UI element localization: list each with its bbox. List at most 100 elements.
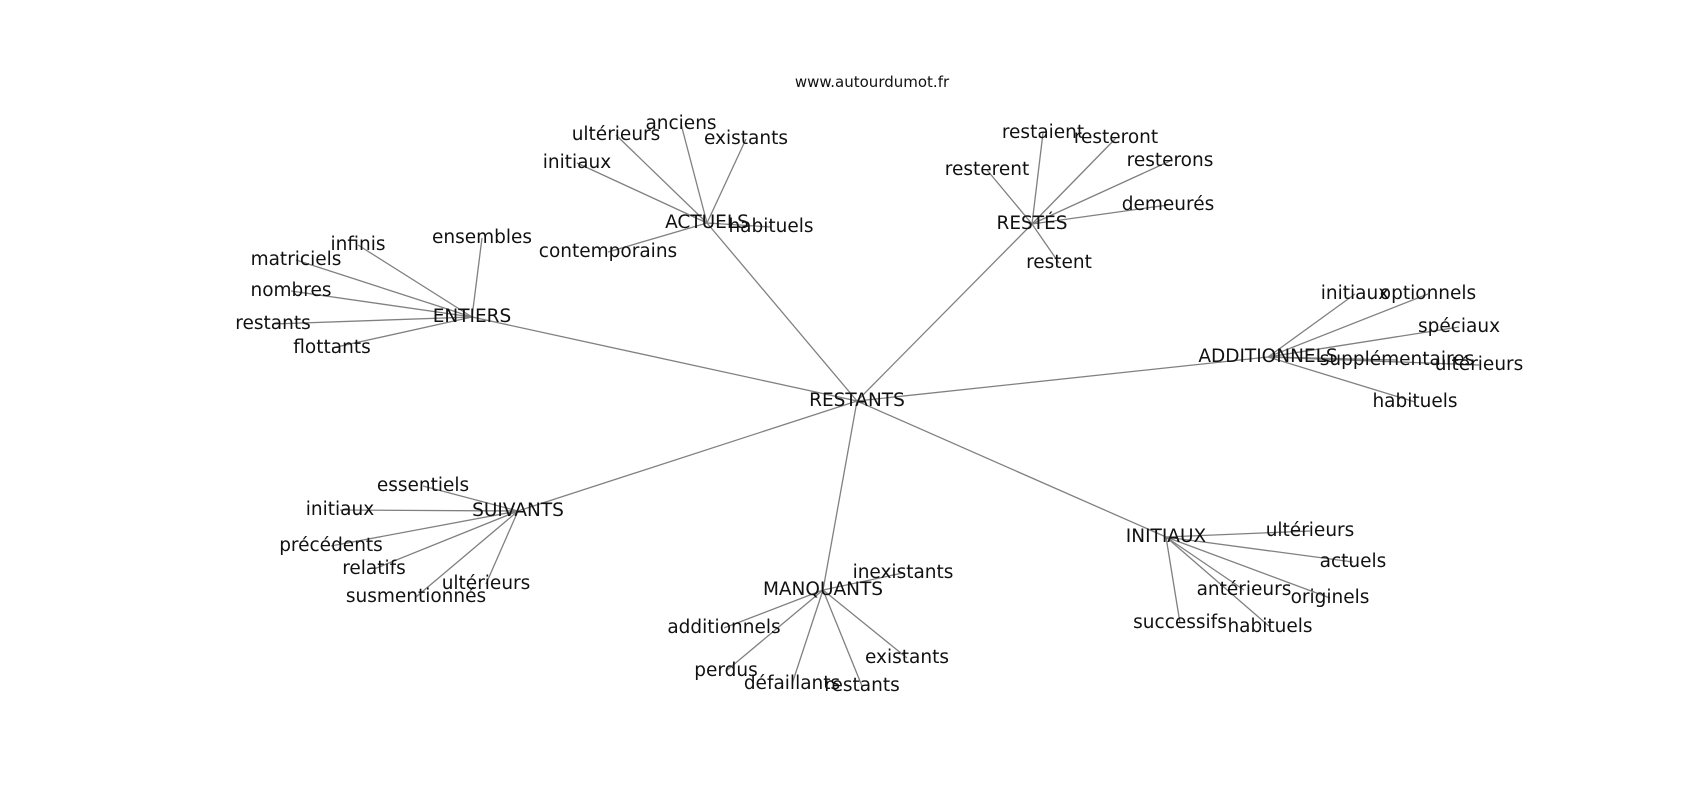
word-node[interactable]: additionnels: [667, 617, 780, 638]
word-node[interactable]: optionnels: [1380, 283, 1476, 304]
edge-manquants-word: [791, 589, 824, 685]
edge-actuels-word: [615, 134, 708, 224]
word-node[interactable]: restaient: [1002, 122, 1084, 143]
word-node[interactable]: originels: [1291, 587, 1370, 608]
word-node[interactable]: restants: [235, 313, 310, 334]
edge-entiers-word: [471, 237, 483, 318]
word-node[interactable]: anciens: [645, 113, 716, 134]
edge-restes-word: [986, 169, 1033, 225]
word-node[interactable]: nombres: [250, 280, 331, 301]
edge-initiaux-word: [1165, 536, 1245, 591]
edge-center-to-manquants: [822, 400, 858, 591]
edge-suivants-word: [422, 485, 519, 512]
hub-node-entiers[interactable]: ENTIERS: [433, 306, 512, 327]
edge-restes-word: [1031, 160, 1171, 225]
edge-manquants-word: [822, 589, 863, 687]
hub-node-additionnels[interactable]: ADDITIONNELS: [1198, 346, 1337, 367]
word-node[interactable]: restants: [824, 675, 899, 696]
edge-suivants-word: [339, 509, 519, 512]
word-node[interactable]: existants: [865, 647, 949, 668]
word-node[interactable]: ultérieurs: [1266, 520, 1355, 541]
edge-center-to-restes: [856, 223, 1033, 402]
edge-actuels-word: [607, 222, 708, 253]
edge-manquants-word: [725, 589, 824, 672]
edge-center-to-additionnels: [856, 356, 1269, 402]
word-node[interactable]: défaillants: [744, 673, 840, 694]
hub-node-suivants[interactable]: SUIVANTS: [472, 500, 564, 521]
word-node[interactable]: ultérieurs: [442, 573, 531, 594]
edge-manquants-word: [822, 572, 904, 591]
edge-actuels-word: [576, 162, 708, 224]
word-node[interactable]: relatifs: [342, 558, 406, 579]
edge-suivants-word: [330, 510, 519, 547]
edge-entiers-word: [331, 316, 473, 349]
word-node[interactable]: habituels: [728, 216, 813, 237]
word-node[interactable]: ensembles: [432, 227, 532, 248]
edge-additionnels-word: [1267, 326, 1460, 358]
edge-restes-word: [1031, 223, 1060, 264]
edge-actuels-word: [706, 222, 772, 228]
word-node[interactable]: initiaux: [306, 499, 374, 520]
word-node[interactable]: initiaux: [543, 152, 611, 173]
edge-entiers-word: [272, 316, 473, 325]
graph-labels: ACTUELSultérieursanciensexistantsinitiau…: [235, 113, 1523, 696]
edge-actuels-word: [680, 123, 708, 224]
edge-suivants-word: [485, 510, 519, 585]
word-node[interactable]: infinis: [330, 234, 385, 255]
edge-initiaux-word: [1165, 536, 1331, 599]
edge-center-to-suivants: [517, 400, 858, 512]
edge-additionnels-word: [1267, 356, 1480, 366]
word-node[interactable]: spéciaux: [1418, 316, 1500, 337]
word-node[interactable]: successifs: [1133, 612, 1227, 633]
word-node[interactable]: inexistants: [853, 562, 954, 583]
edge-restes-word: [1031, 137, 1117, 225]
edge-suivants-word: [415, 510, 519, 598]
hub-node-restes[interactable]: RESTÉS: [996, 212, 1067, 234]
site-label: www.autourdumot.fr: [795, 73, 950, 91]
hub-node-initiaux[interactable]: INITIAUX: [1126, 526, 1207, 547]
edge-manquants-word: [723, 589, 824, 629]
edge-entiers-word: [295, 259, 473, 318]
edge-initiaux-word: [1165, 530, 1311, 538]
word-node[interactable]: resteront: [1074, 127, 1158, 148]
word-node[interactable]: essentiels: [377, 475, 469, 496]
word-node[interactable]: perdus: [694, 660, 758, 681]
hub-node-manquants[interactable]: MANQUANTS: [763, 579, 883, 600]
graph-edges: [272, 123, 1480, 687]
edge-additionnels-word: [1267, 293, 1356, 358]
word-node[interactable]: ultérieurs: [572, 124, 661, 145]
word-node[interactable]: restent: [1026, 252, 1092, 273]
edge-initiaux-word: [1165, 536, 1181, 624]
edge-initiaux-word: [1165, 536, 1354, 563]
word-node[interactable]: demeurés: [1122, 194, 1214, 215]
word-node[interactable]: antérieurs: [1197, 579, 1292, 600]
edge-manquants-word: [822, 589, 908, 659]
word-node[interactable]: habituels: [1372, 391, 1457, 412]
edge-center-to-actuels: [706, 222, 858, 402]
word-node[interactable]: ultérieurs: [1435, 354, 1524, 375]
word-node[interactable]: flottants: [293, 337, 370, 358]
word-node[interactable]: existants: [704, 128, 788, 149]
edge-entiers-word: [290, 290, 473, 318]
word-node[interactable]: susmentionnés: [346, 586, 486, 607]
edge-center-to-entiers: [471, 316, 858, 402]
edge-restes-word: [1031, 204, 1169, 225]
edge-restes-word: [1031, 132, 1044, 225]
word-node[interactable]: actuels: [1320, 551, 1387, 572]
word-node[interactable]: contemporains: [539, 241, 677, 262]
word-node[interactable]: habituels: [1227, 616, 1312, 637]
edge-additionnels-word: [1267, 356, 1416, 403]
edge-suivants-word: [373, 510, 519, 570]
hub-node-actuels[interactable]: ACTUELS: [665, 212, 749, 233]
word-node[interactable]: initiaux: [1321, 283, 1389, 304]
word-node[interactable]: supplémentaires: [1320, 349, 1474, 370]
center-node[interactable]: RESTANTS: [809, 390, 905, 411]
edge-center-to-initiaux: [856, 400, 1167, 538]
edge-entiers-word: [357, 244, 473, 318]
word-node[interactable]: resterent: [945, 159, 1029, 180]
word-node[interactable]: matriciels: [251, 249, 342, 270]
word-node[interactable]: précédents: [279, 535, 383, 556]
edge-additionnels-word: [1267, 293, 1429, 358]
edge-initiaux-word: [1165, 536, 1271, 628]
word-node[interactable]: resterons: [1127, 150, 1214, 171]
